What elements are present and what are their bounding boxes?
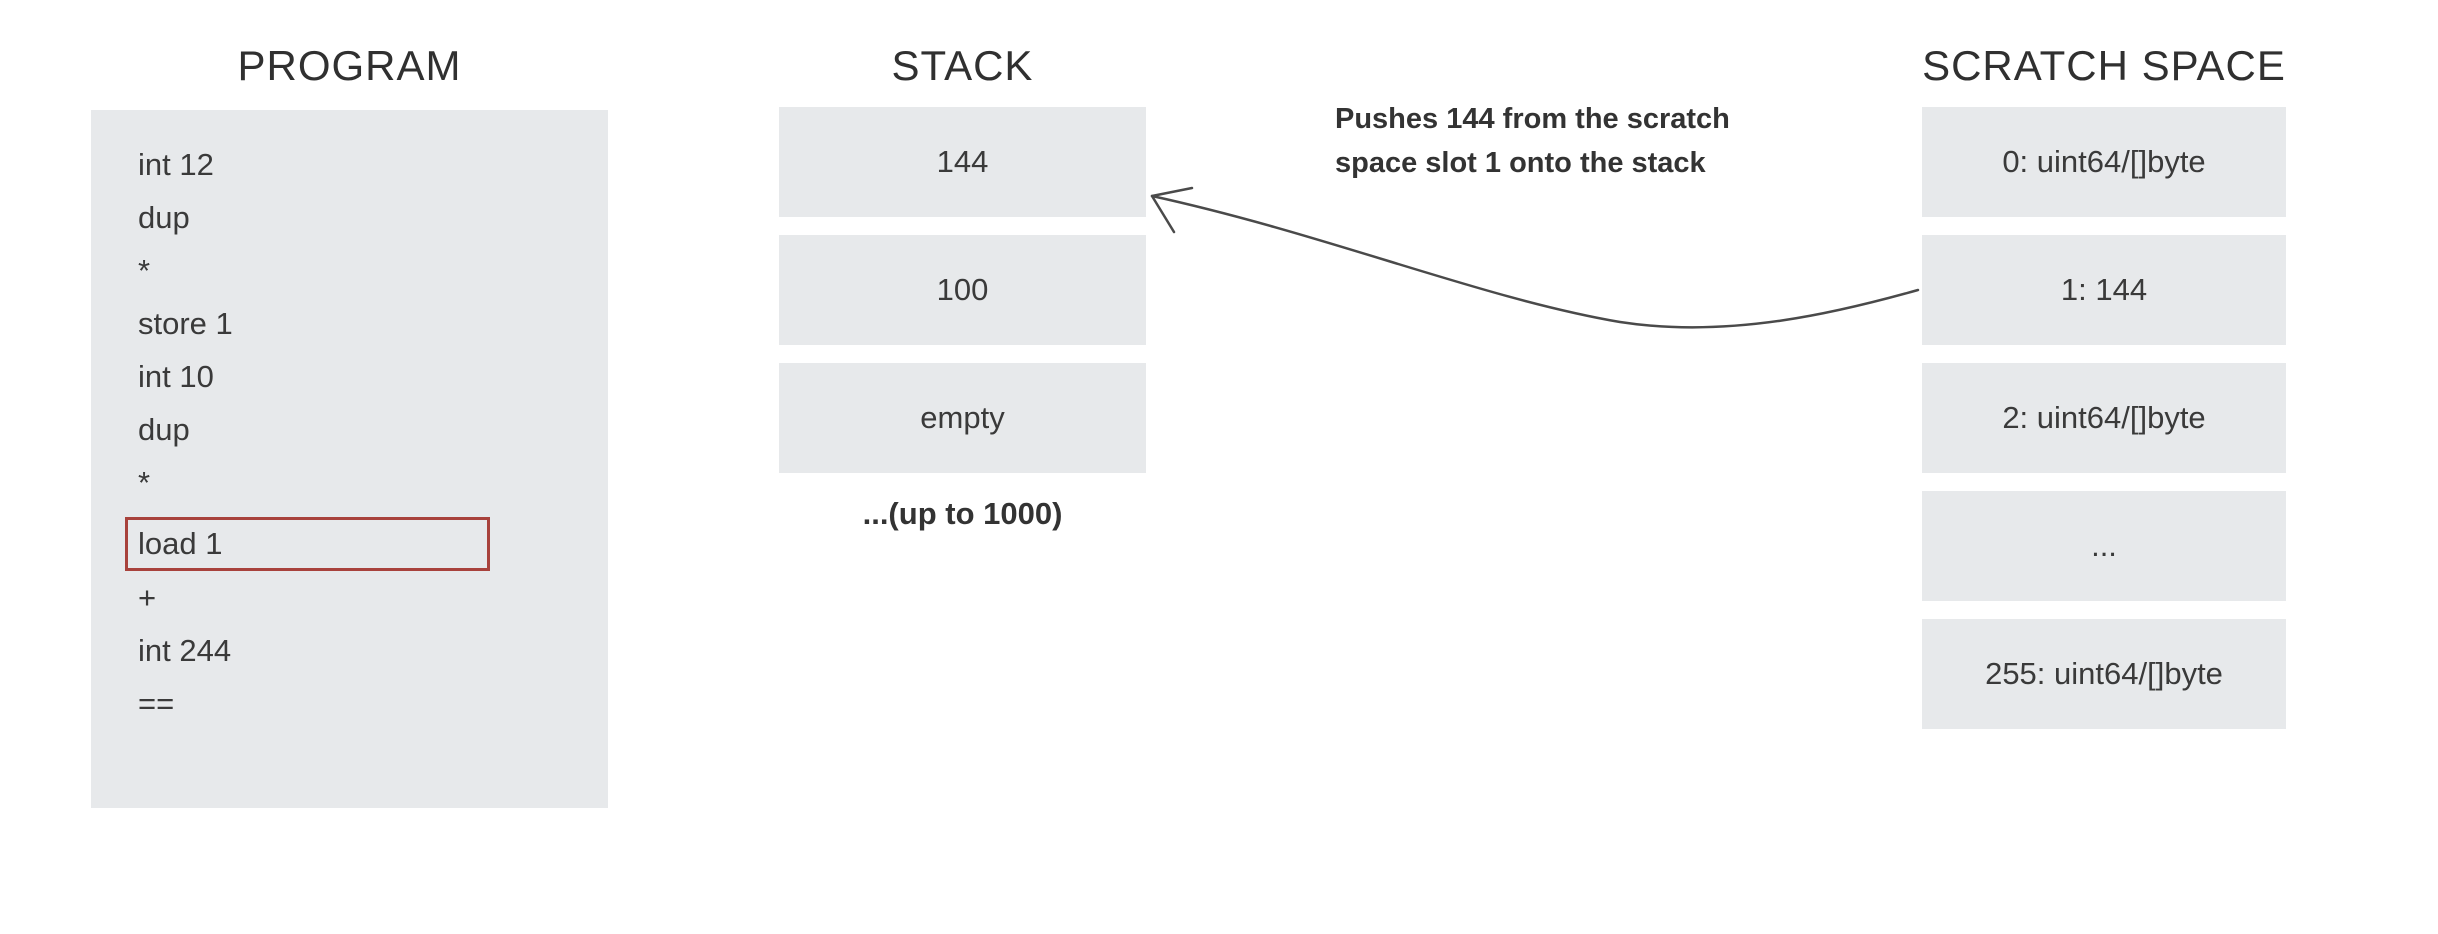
- scratch-slot-value: ...: [2091, 528, 2117, 563]
- scratch-slot: 2: uint64/[]byte: [1922, 363, 2286, 473]
- scratch-slot-value: 1: 144: [2060, 272, 2148, 307]
- program-box: int 12 dup * store 1 int 10 dup * load 1…: [91, 110, 608, 808]
- program-line: ==: [138, 677, 608, 730]
- stack-column: 144 100 empty: [779, 107, 1146, 473]
- program-line: *: [138, 244, 608, 297]
- scratch-space-column: 0: uint64/[]byte 1: 144 2: uint64/[]byte…: [1922, 107, 2286, 729]
- program-line: +: [138, 571, 608, 624]
- program-title: PROGRAM: [237, 42, 462, 89]
- stack-slot: empty: [779, 363, 1146, 473]
- scratch-slot: 0: uint64/[]byte: [1922, 107, 2286, 217]
- program-line: dup: [138, 403, 608, 456]
- stack-capacity-note: ...(up to 1000): [862, 496, 1063, 531]
- push-arrow-head: [1150, 186, 1194, 234]
- stack-title: STACK: [891, 42, 1034, 89]
- scratch-slot-value: 2: uint64/[]byte: [2002, 400, 2206, 435]
- program-line: dup: [138, 191, 608, 244]
- program-instruction: ==: [138, 685, 175, 721]
- program-instruction: int 10: [138, 358, 214, 394]
- program-line: *: [138, 456, 608, 509]
- program-line: load 1: [125, 517, 490, 571]
- program-line: store 1: [138, 297, 608, 350]
- push-arrow-curve: [1150, 194, 1920, 329]
- scratch-slot-value: 255: uint64/[]byte: [1985, 656, 2223, 691]
- program-instruction: *: [138, 464, 151, 500]
- push-annotation-line2: space slot 1 onto the stack: [1335, 147, 1706, 179]
- program-instruction: int 244: [138, 632, 232, 668]
- program-instruction: int 12: [138, 146, 214, 182]
- scratch-slot: 255: uint64/[]byte: [1922, 619, 2286, 729]
- program-line: int 10: [138, 350, 608, 403]
- stack-slot: 144: [779, 107, 1146, 217]
- scratch-slot-value: 0: uint64/[]byte: [2002, 144, 2206, 179]
- scratch-space-title: SCRATCH SPACE: [1922, 42, 2286, 89]
- program-instruction: dup: [138, 199, 190, 235]
- program-line: int 244: [138, 624, 608, 677]
- scratch-slot: ...: [1922, 491, 2286, 601]
- stack-slot: 100: [779, 235, 1146, 345]
- program-instruction: dup: [138, 411, 190, 447]
- scratch-slot: 1: 144: [1922, 235, 2286, 345]
- program-instruction: +: [138, 579, 157, 615]
- program-line: int 12: [138, 138, 608, 191]
- push-annotation-line1: Pushes 144 from the scratch: [1335, 103, 1730, 135]
- stack-slot-value: empty: [920, 400, 1005, 435]
- program-instruction: store 1: [138, 305, 233, 341]
- program-instruction: load 1: [138, 526, 223, 561]
- stack-slot-value: 100: [936, 272, 989, 307]
- program-instruction: *: [138, 252, 151, 288]
- push-annotation: Pushes 144 from the scratch space slot 1…: [1335, 97, 1730, 185]
- stack-slot-value: 144: [936, 144, 989, 179]
